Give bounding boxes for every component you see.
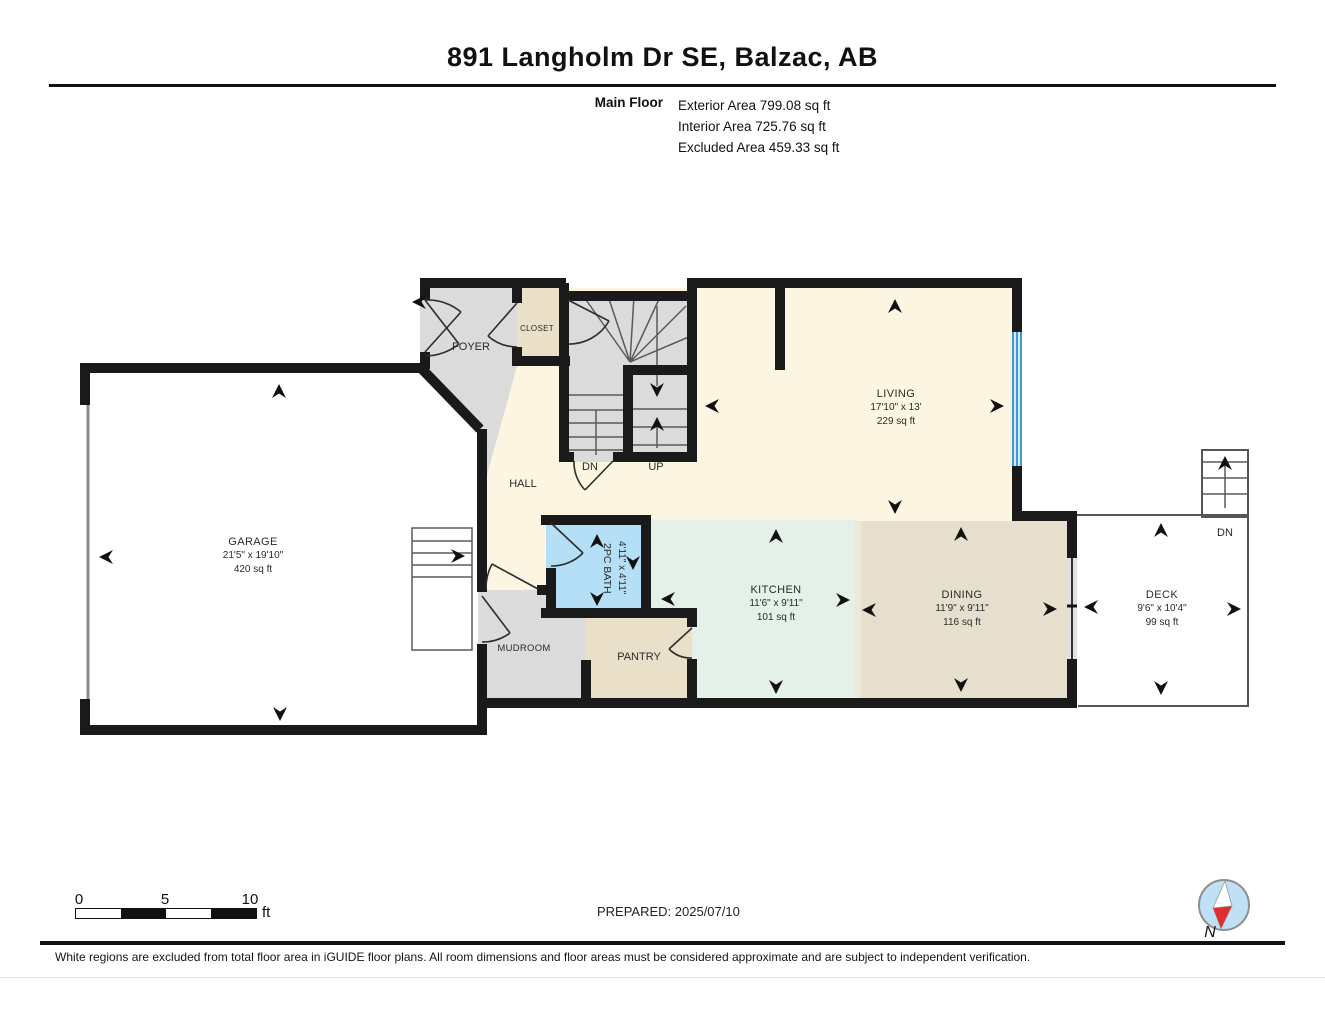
door-swings [424, 299, 693, 659]
garage-door [80, 405, 91, 699]
title-divider [49, 84, 1276, 87]
stairs-up-label: UP [648, 461, 664, 473]
north-label: N [1204, 924, 1216, 941]
room-label-garage: GARAGE 21'5" x 19'10" 420 sq ft [222, 536, 284, 575]
deck-down-label: DN [1217, 527, 1233, 539]
staircase [566, 295, 692, 455]
walls [80, 278, 1077, 735]
exterior-area: Exterior Area 799.08 sq ft [678, 98, 831, 113]
room-label-pantry: PANTRY [617, 651, 661, 663]
scale-unit: ft [262, 904, 271, 921]
area-summary: Exterior Area 799.08 sq ft Interior Area… [678, 95, 839, 158]
stairs-down-label: DN [582, 461, 598, 473]
page-title: 891 Langholm Dr SE, Balzac, AB [446, 42, 879, 72]
room-label-mudroom: MUDROOM [497, 643, 551, 654]
sliding-door [1067, 558, 1077, 659]
living-window [1012, 332, 1022, 466]
room-label-kitchen: KITCHEN 11'6" x 9'11" 101 sq ft [749, 584, 803, 623]
excluded-area: Excluded Area 459.33 sq ft [678, 140, 840, 155]
room-label-bath: 2PC BATH 4'11" x 4'11" [601, 541, 627, 595]
scale-tick-5: 5 [160, 891, 170, 908]
garage-steps [411, 527, 473, 651]
prepared-date: PREPARED: 2025/07/10 [597, 904, 740, 919]
interior-area: Interior Area 725.76 sq ft [678, 119, 826, 134]
scale-tick-10: 10 [241, 891, 259, 908]
disclaimer-text: White regions are excluded from total fl… [55, 950, 1031, 964]
compass-icon [1198, 879, 1250, 931]
room-label-deck: DECK 9'6" x 10'4" 99 sq ft [1137, 589, 1187, 628]
scale-tick-0: 0 [74, 891, 84, 908]
scale-bar [75, 908, 257, 919]
room-label-dining: DINING 11'9" x 9'11" 116 sq ft [935, 589, 989, 628]
room-label-living: LIVING 17'10" x 13' 229 sq ft [870, 388, 922, 427]
deck-outline [1026, 449, 1249, 707]
room-label-hall: HALL [509, 478, 537, 490]
footer-divider [40, 941, 1285, 945]
room-label-foyer: FOYER [452, 341, 490, 353]
room-fills [90, 288, 1248, 730]
room-label-closet: CLOSET [520, 324, 554, 333]
floor-name-label: Main Floor [594, 95, 663, 110]
page-edge-line [0, 977, 1325, 978]
